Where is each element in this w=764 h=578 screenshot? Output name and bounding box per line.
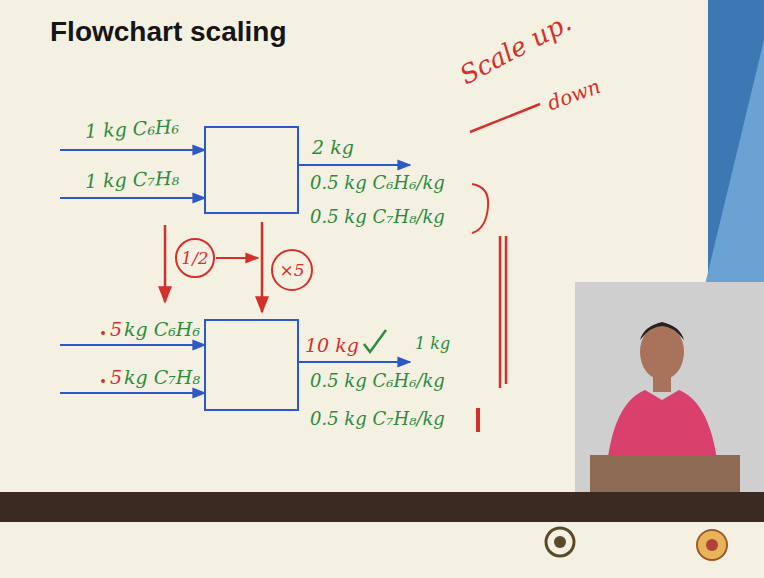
input-arrow [60, 197, 205, 199]
process-box [205, 127, 298, 213]
slide-title: Flowchart scaling [50, 16, 287, 48]
equals-line [505, 236, 508, 384]
note: 1 kg [415, 334, 450, 353]
input-label: kg C₇H₈ [124, 366, 200, 389]
equals-line [499, 236, 502, 388]
composition-label: 0.5 kg C₆H₆/kg [310, 370, 445, 392]
bottom-bar [0, 492, 764, 522]
logo [546, 528, 574, 556]
scaled-amount: 5 [110, 318, 122, 341]
scaled-amount: 5 [110, 366, 122, 389]
note: Scale up. [455, 7, 577, 92]
ink-dot [101, 331, 105, 335]
scale-factor: ×5 [279, 260, 304, 280]
scale-arrow [261, 222, 264, 312]
output-arrow [298, 361, 410, 363]
logo [697, 530, 727, 560]
input-arrow [60, 344, 205, 346]
output-total: 2 kg [312, 136, 354, 159]
factor-circle [272, 250, 312, 290]
composition-label: 0.5 kg C₆H₆/kg [310, 172, 445, 194]
scale-factor: 1/2 [181, 248, 208, 268]
ink-dot [101, 379, 105, 383]
note: down [544, 74, 604, 115]
composition-label: 0.5 kg C₇H₈/kg [310, 206, 445, 228]
output-total: 10 kg [305, 334, 359, 357]
input-label: kg C₆H₆ [124, 318, 200, 341]
divider-line [470, 104, 540, 132]
presenter-video [575, 282, 764, 492]
composition-label: 0.5 kg C₇H₈/kg [310, 408, 445, 430]
pointer-arrow [216, 257, 258, 259]
input-arrow [60, 392, 205, 394]
factor-circle [176, 239, 214, 277]
output-arrow [298, 164, 410, 166]
logo [554, 536, 566, 548]
check-mark [364, 330, 386, 352]
bracket [472, 184, 488, 233]
tick-mark [476, 408, 480, 432]
logo [706, 539, 718, 551]
input-arrow [60, 149, 205, 151]
input-label: 1 kg C₇H₈ [85, 167, 180, 193]
scale-arrow [164, 225, 167, 302]
input-label: 1 kg C₆H₆ [84, 115, 179, 143]
process-box [205, 320, 298, 410]
